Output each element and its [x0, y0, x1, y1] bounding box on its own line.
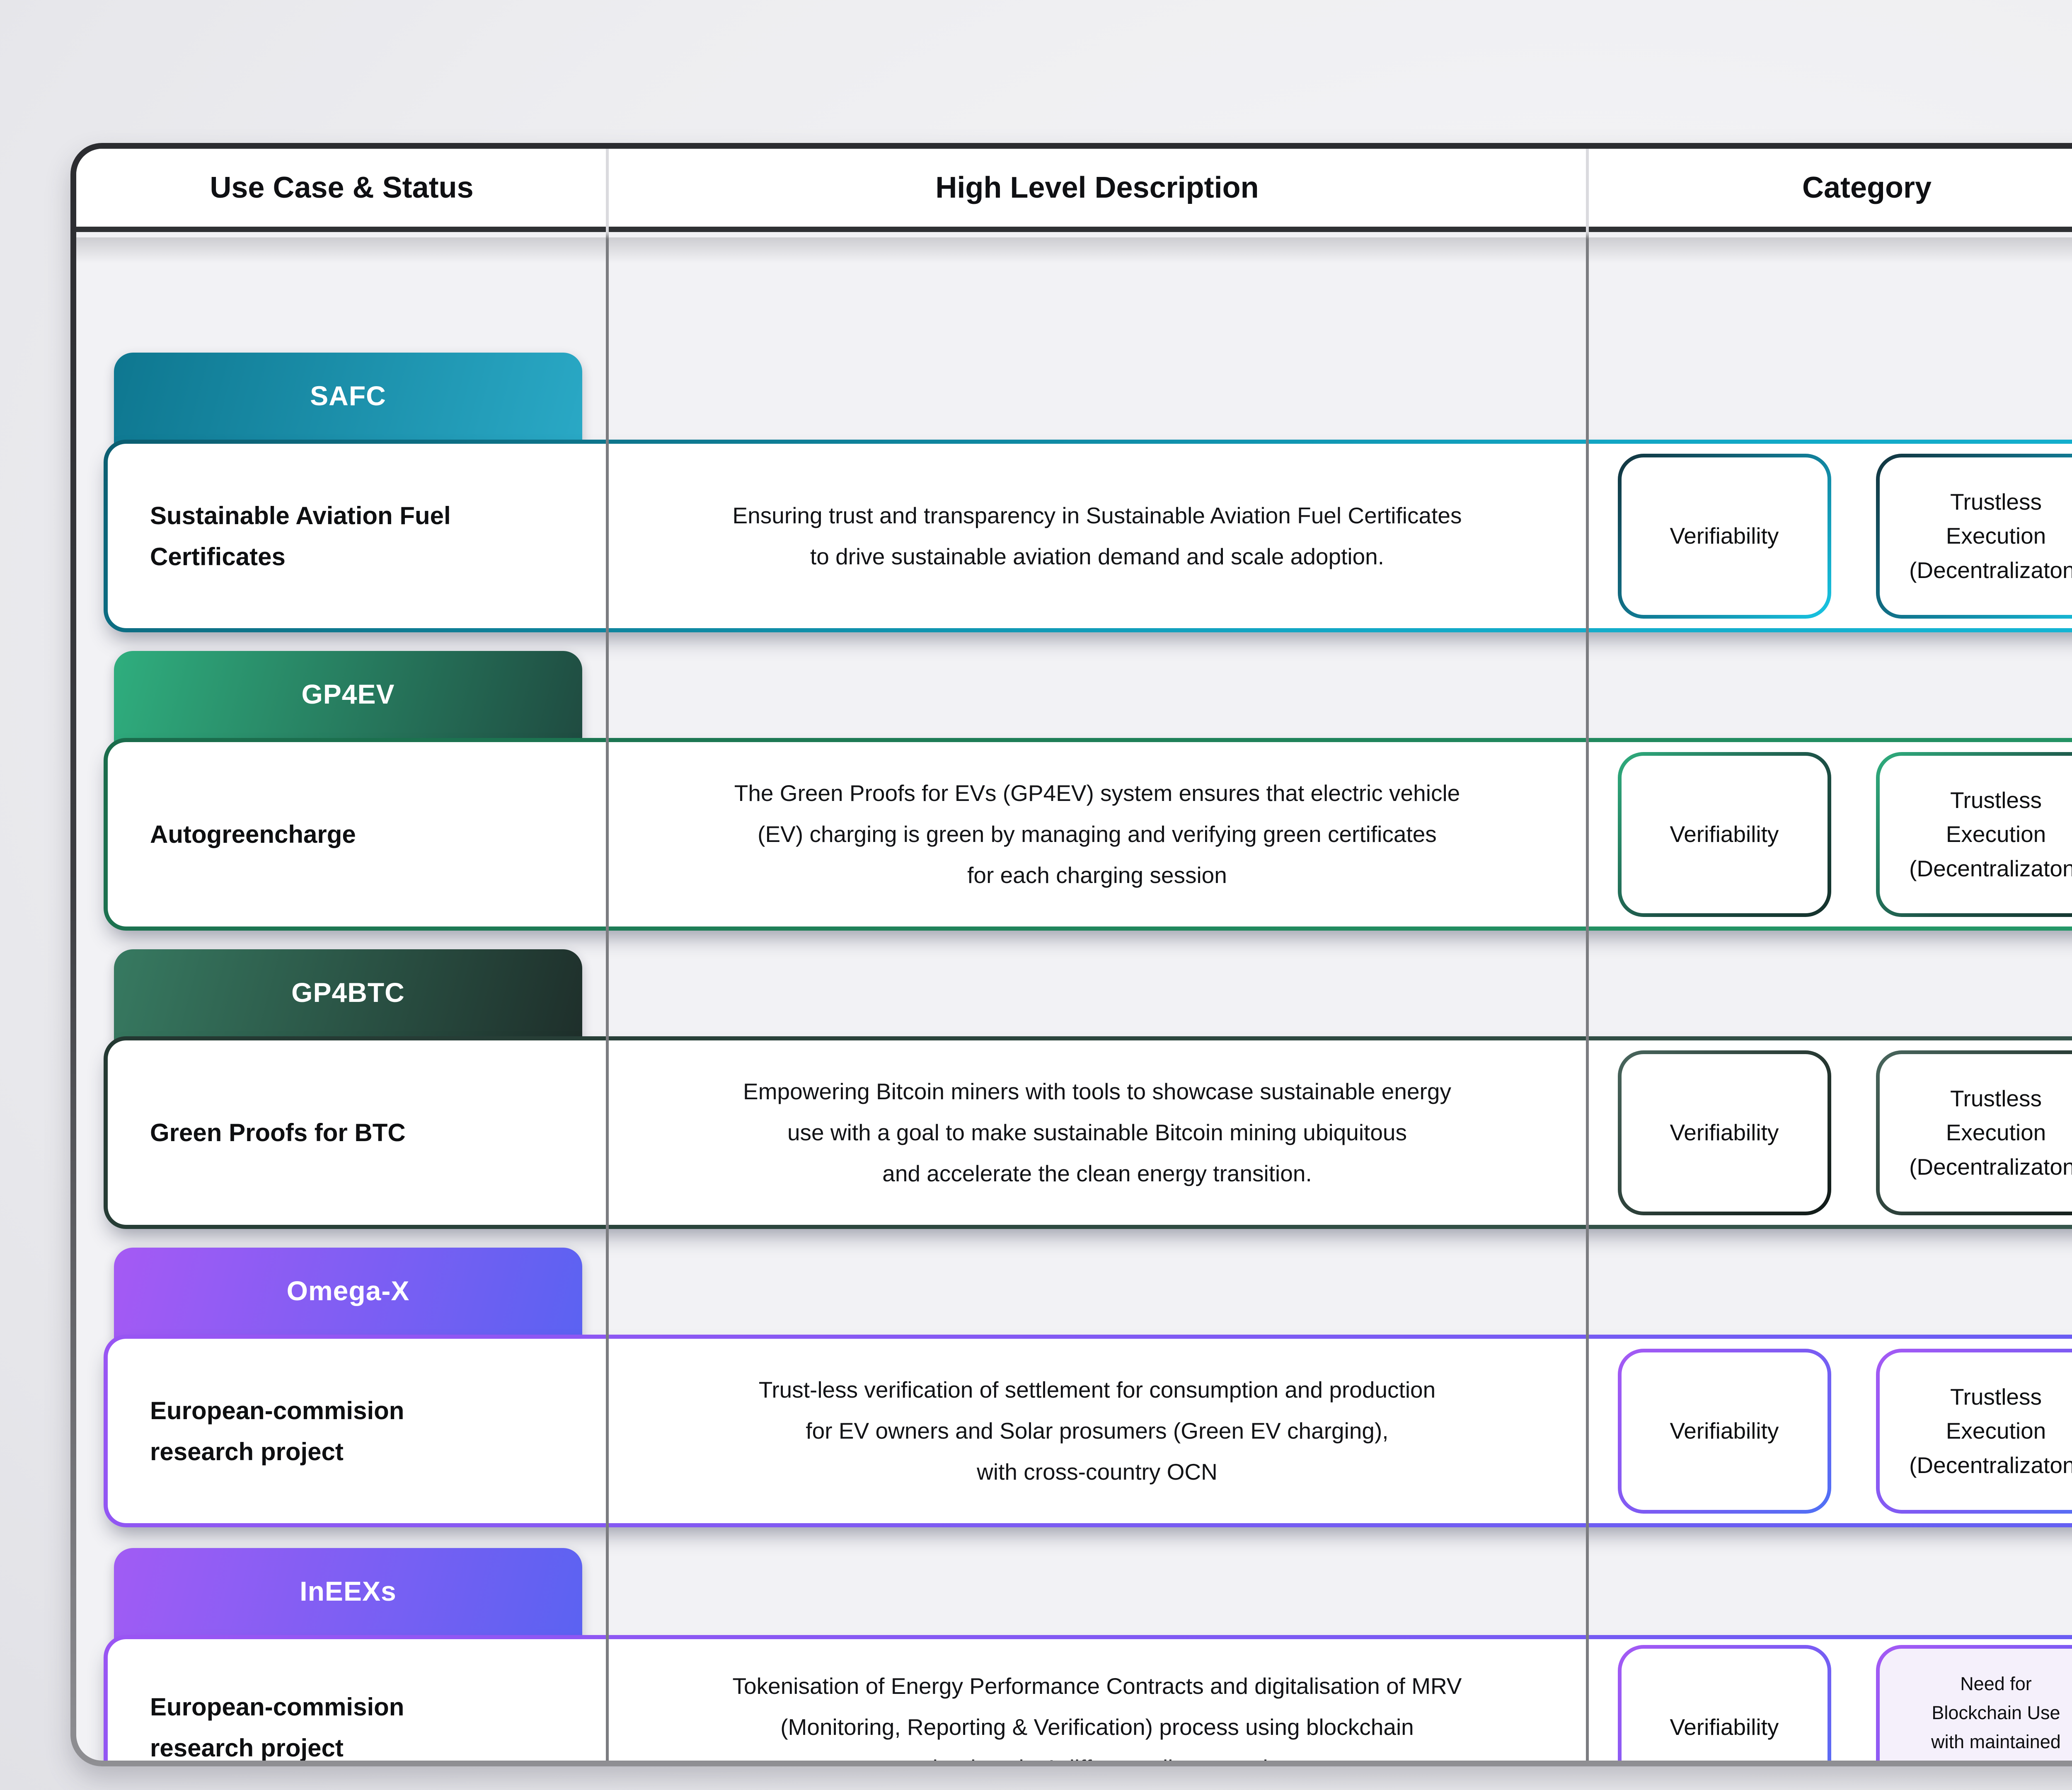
category-chip: Verifiability	[1617, 1050, 1831, 1215]
row-card: Sustainable Aviation Fuel Certificates E…	[104, 440, 2072, 632]
category-chip: Verifiability	[1617, 1645, 1831, 1761]
use-case-description: Empowering Bitcoin miners with tools to …	[743, 1079, 1451, 1186]
use-case-description: Ensuring trust and transparency in Susta…	[732, 502, 1462, 569]
use-case-description: The Green Proofs for EVs (GP4EV) system …	[734, 780, 1460, 888]
use-case-description: Trust-less verification of settlement fo…	[758, 1377, 1436, 1485]
column-header-use-case-status: Use Case & Status	[210, 171, 474, 204]
column-divider	[1586, 149, 1589, 1761]
use-case-title: European-commision research project	[150, 1693, 404, 1761]
category-chip: Trustless Execution (Decentralizaton)	[1876, 453, 2072, 619]
use-case-title: Sustainable Aviation Fuel Certificates	[150, 501, 451, 571]
header-shadow	[76, 237, 2072, 263]
column-header-high-level-description: High Level Description	[935, 171, 1259, 204]
use-case-title: European-commision research project	[150, 1396, 404, 1466]
column-header-category: Category	[1802, 171, 1932, 204]
table-body: Use Case & Status High Level Description…	[76, 149, 2072, 1761]
use-case-title: Green Proofs for BTC	[150, 1119, 406, 1147]
row-card: Autogreencharge The Green Proofs for EVs…	[104, 738, 2072, 931]
use-case-title: Autogreencharge	[150, 820, 356, 848]
category-chip: Verifiability	[1617, 1348, 1831, 1514]
column-divider	[606, 149, 609, 1761]
use-case-table: Use Case & Status High Level Description…	[70, 143, 2072, 1766]
use-case-description: Tokenisation of Energy Performance Contr…	[732, 1673, 1462, 1761]
row-card: European-commision research project Toke…	[104, 1635, 2072, 1761]
category-chip: Verifiability	[1617, 752, 1831, 917]
category-chip: Trustless Execution (Decentralizaton)	[1876, 752, 2072, 917]
category-chip: Trustless Execution (Decentralizaton)	[1876, 1348, 2072, 1514]
table-header-row: Use Case & Status High Level Description…	[76, 149, 2072, 232]
category-chip: Verifiability	[1617, 453, 1831, 619]
row-card: Green Proofs for BTC Empowering Bitcoin …	[104, 1036, 2072, 1229]
row-card: European-commision research project Trus…	[104, 1335, 2072, 1527]
category-chip: Need for Blockchain Use with maintained …	[1876, 1645, 2072, 1761]
category-chip: Trustless Execution (Decentralizaton)	[1876, 1050, 2072, 1215]
